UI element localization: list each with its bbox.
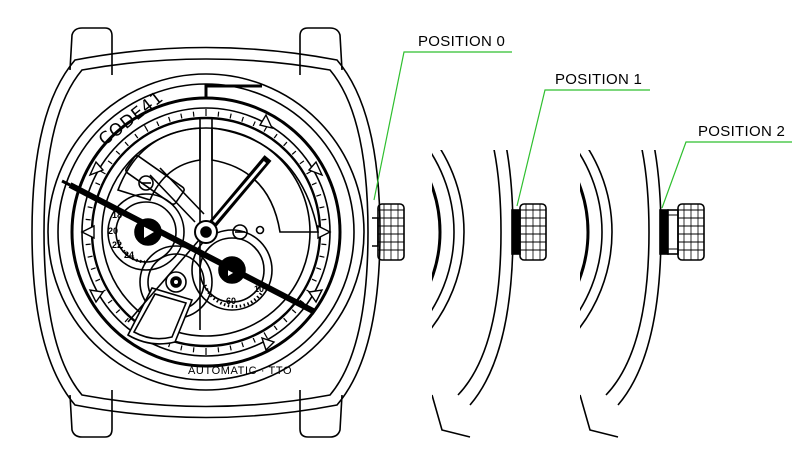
callout-line-0 <box>373 51 512 201</box>
callout-lines <box>373 51 792 209</box>
subdial-left-num-0: 18 <box>112 210 122 220</box>
minute-tick <box>124 141 129 147</box>
marker-12 <box>204 84 262 98</box>
minute-tick <box>273 133 278 139</box>
minute-tick <box>124 317 129 323</box>
minute-tick <box>85 243 91 246</box>
callout-line-1 <box>516 89 650 207</box>
barrel-window <box>125 154 185 206</box>
main-watch <box>31 27 405 438</box>
subdial-left-num-2: 22 <box>112 240 122 250</box>
bridge-plate-left <box>116 127 201 201</box>
crown-position-2 <box>659 203 705 261</box>
minute-tick <box>291 150 297 155</box>
minute-tick <box>321 218 327 221</box>
minute-tick <box>115 150 121 155</box>
seconds-pointer <box>127 231 207 323</box>
subdial-left-num-3: 24 <box>124 250 134 260</box>
minute-tick <box>241 342 244 348</box>
minute-tick <box>273 325 278 331</box>
minute-tick <box>316 267 322 270</box>
minute-tick <box>283 141 288 147</box>
minute-tick <box>143 125 149 132</box>
minute-tick <box>319 255 325 258</box>
callout-label-position-0: POSITION 0 <box>418 33 505 50</box>
callout-label-position-1: POSITION 1 <box>555 71 642 88</box>
bezel-inner <box>57 83 355 381</box>
crown-position-1 <box>511 203 547 261</box>
minute-tick <box>229 113 232 119</box>
callout-label-position-2: POSITION 2 <box>698 123 785 140</box>
minute-tick <box>316 194 322 197</box>
minute-tick <box>180 113 183 119</box>
minute-tick <box>90 267 96 270</box>
minute-tick <box>217 347 220 353</box>
lug-top-left <box>69 27 113 75</box>
minute-tick <box>85 218 91 221</box>
dial-text: AUTOMATIC · TTO <box>188 365 292 377</box>
lug-bottom-right <box>299 390 343 438</box>
callout-line-2 <box>661 141 792 209</box>
minute-tick <box>107 160 113 165</box>
subdial-left <box>107 193 185 271</box>
minute-tick <box>87 255 93 258</box>
minute-tick <box>180 345 183 351</box>
minute-tick <box>319 206 325 209</box>
case-position-2 <box>580 150 705 438</box>
case-outer <box>31 46 381 419</box>
minute-tick <box>321 243 327 246</box>
subdial-left-num-1: 20 <box>108 226 118 236</box>
subdial-right-num-0: 60 <box>226 296 236 306</box>
screw-left <box>138 175 154 191</box>
hour-markers <box>80 113 332 352</box>
case-inner-edge <box>43 58 369 408</box>
minute-tick <box>156 121 160 127</box>
minute-tick <box>252 121 256 127</box>
minute-tick <box>95 182 101 186</box>
minute-tick <box>168 116 171 122</box>
minute-tick <box>192 111 195 117</box>
minute-tick <box>115 309 121 314</box>
minute-tick <box>192 347 195 353</box>
balance-bridge <box>126 287 194 345</box>
minute-tick <box>283 317 288 323</box>
minute-tick <box>311 278 317 282</box>
subdial-right <box>191 229 273 311</box>
case-position-1 <box>432 150 547 438</box>
bridge-plate-right <box>211 127 319 233</box>
bezel <box>47 73 365 391</box>
minute-tick <box>107 299 113 304</box>
minute-tick <box>291 309 297 314</box>
subdial-right-num-1: 10 <box>254 284 264 294</box>
minute-tick <box>217 111 220 117</box>
minute-tick <box>229 345 232 351</box>
minute-tick <box>311 182 317 186</box>
minute-tick <box>252 337 256 343</box>
lug-top-right <box>299 27 343 75</box>
crown-main <box>372 203 405 261</box>
skeleton-hand <box>149 167 205 223</box>
minute-tick <box>95 278 101 282</box>
minute-tick <box>241 116 244 122</box>
minute-tick <box>134 133 139 139</box>
minute-tick <box>87 206 93 209</box>
lug-bottom-left <box>69 390 113 438</box>
minute-tick <box>299 160 305 165</box>
minute-tick <box>263 332 269 339</box>
jewel <box>255 225 265 235</box>
